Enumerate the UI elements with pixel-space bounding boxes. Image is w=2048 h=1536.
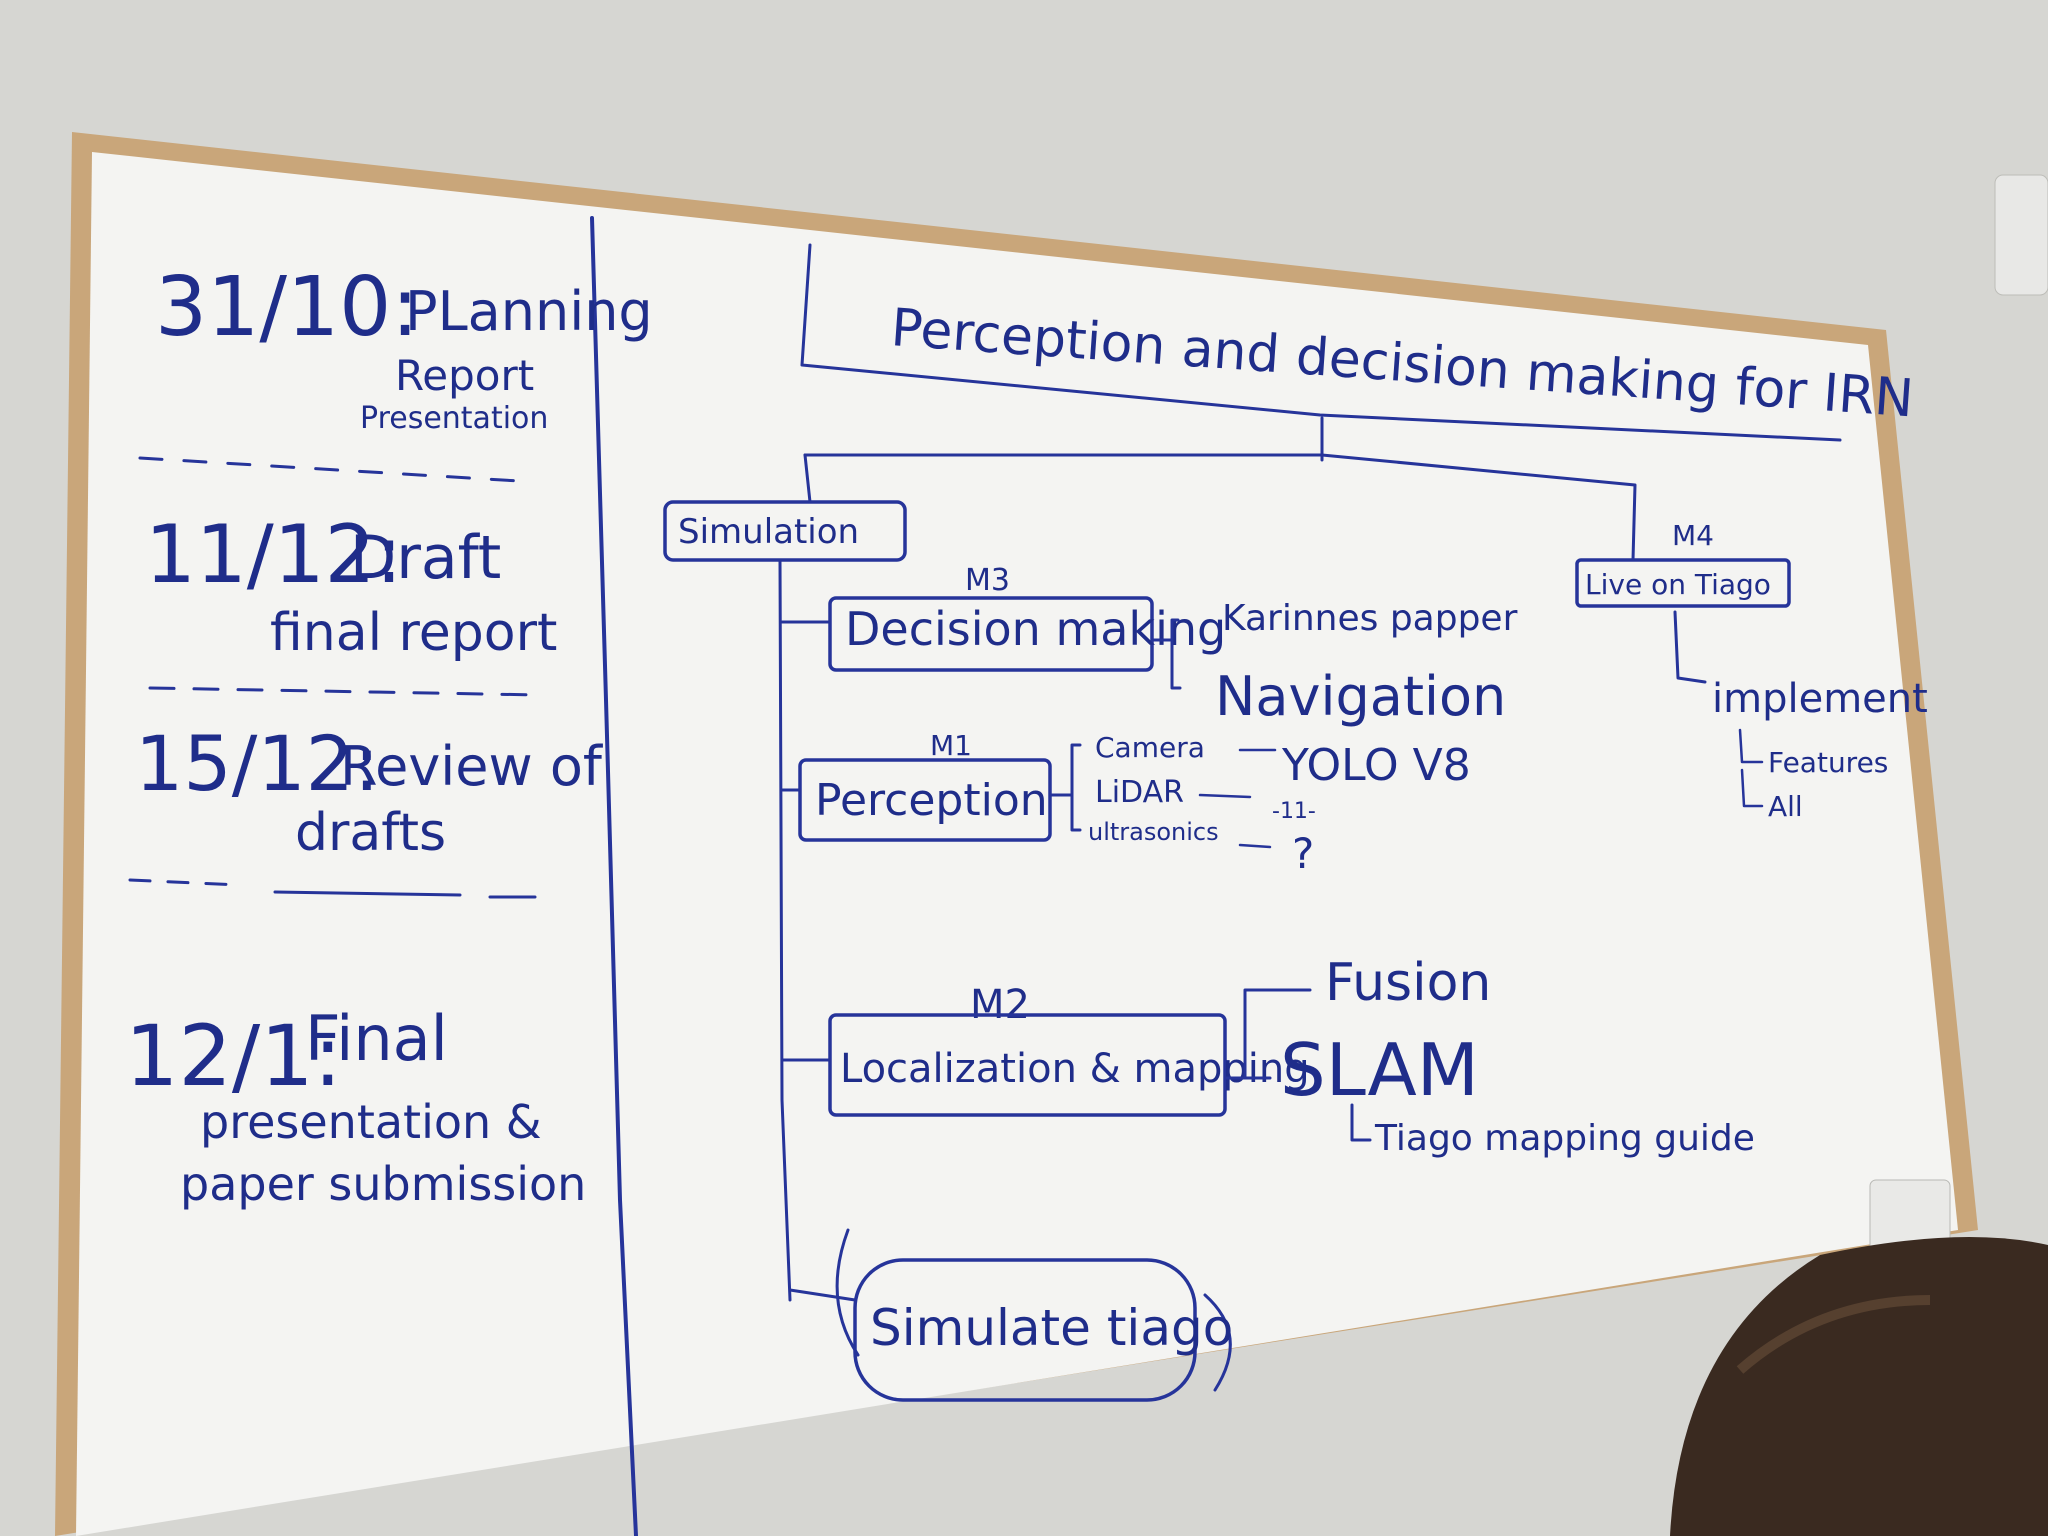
perception-label: Perception (815, 775, 1048, 826)
decision-tag: M3 (965, 563, 1010, 598)
timeline-text-1a: PLanning (405, 280, 653, 343)
whiteboard (76, 152, 1958, 1536)
live-box (1575, 558, 1791, 608)
localization-box (828, 1013, 1227, 1117)
timeline-text-1b: Report (395, 351, 534, 400)
guide-branch (1350, 1103, 1372, 1142)
question-label: ? (1292, 829, 1314, 878)
timeline-separator-3b (273, 890, 462, 897)
timeline-text-1c: Presentation (360, 401, 548, 436)
live-tag: M4 (1672, 519, 1714, 552)
person-head (1670, 1237, 2048, 1536)
simulate-connector (788, 1288, 857, 1302)
live-label: Live on Tiago (1585, 568, 1771, 601)
fusion-label: Fusion (1325, 953, 1491, 1013)
timeline: 31/10: PLanning Report Presentation 11/1… (125, 260, 653, 1211)
title-underline (800, 243, 1842, 442)
timeline-date-2: 11/12: (145, 508, 403, 601)
lidar-label: LiDAR (1095, 775, 1184, 810)
implement-branches (1738, 728, 1764, 808)
simulate-label: Simulate tiago (870, 1299, 1233, 1357)
live-branch (1673, 610, 1707, 684)
slam-label: SLAM (1280, 1028, 1479, 1112)
divider-line (590, 216, 638, 1536)
guide-label: Tiago mapping guide (1374, 1118, 1755, 1159)
simulate-paren-left (835, 1228, 860, 1357)
decision-box (828, 596, 1154, 672)
simulation-label: Simulation (678, 512, 859, 552)
localization-bracket (1223, 988, 1312, 1080)
features-label: Features (1768, 746, 1888, 779)
karinne-label: Karinnes papper (1222, 598, 1518, 639)
navigation-label: Navigation (1215, 665, 1506, 728)
decision-bracket (1150, 618, 1182, 690)
simulation-trunk (778, 558, 792, 1302)
timeline-date-3: 15/12: (135, 719, 380, 808)
camera-label: Camera (1095, 731, 1205, 764)
timeline-text-4b: presentation & (200, 1095, 542, 1149)
timeline-text-4c: paper submission (180, 1157, 586, 1211)
timeline-text-2a: Draft (350, 523, 501, 593)
ultrasonics-dash (1238, 843, 1272, 849)
localization-label: Localization & mapping (840, 1046, 1310, 1092)
timeline-text-3b: drafts (295, 803, 446, 863)
localization-tag: M2 (970, 982, 1030, 1028)
perception-box (798, 758, 1052, 842)
timeline-text-3a: Review of (340, 735, 604, 798)
ultrasonics-label: ultrasonics (1088, 818, 1219, 846)
timeline-text-2b: final report (270, 603, 557, 663)
lidar-dash (1198, 793, 1252, 799)
timeline-text-4a: Final (305, 1002, 448, 1075)
timeline-separator-2 (148, 686, 542, 697)
yolo-label: YOLO V8 (1281, 740, 1471, 791)
decision-label: Decision making (845, 602, 1226, 656)
perception-bracket (1048, 743, 1082, 832)
simulation-box (663, 500, 907, 562)
wall-sensor (1994, 174, 2048, 296)
timeline-separator-3a (128, 878, 242, 887)
hair-highlight (1736, 1295, 1931, 1374)
ditto-label: -11- (1272, 799, 1316, 824)
simulate-box (853, 1258, 1197, 1402)
timeline-date-1: 31/10: (155, 260, 419, 355)
perception-tag: M1 (930, 729, 972, 762)
timeline-date-4: 12/1: (125, 1007, 342, 1105)
implement-label: implement (1712, 676, 1928, 722)
timeline-separator-1 (138, 456, 537, 484)
top-branches (803, 453, 1637, 562)
branch-to-simulation (803, 453, 812, 504)
simulate-paren-right (1203, 1293, 1232, 1392)
all-label: All (1768, 790, 1803, 823)
